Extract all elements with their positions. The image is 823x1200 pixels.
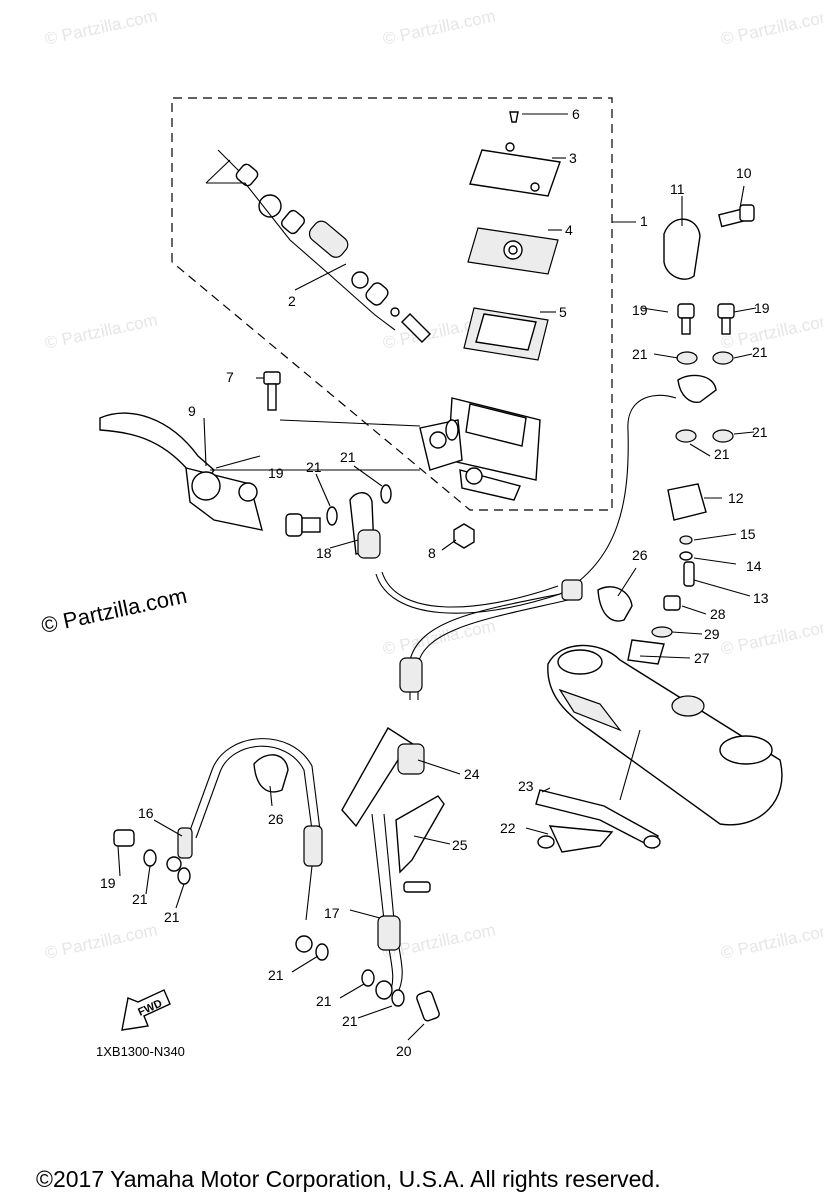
callout-7: 7 [226, 369, 234, 385]
callout-29: 29 [704, 626, 720, 642]
callout-21: 21 [268, 967, 284, 983]
callout-21: 21 [752, 424, 768, 440]
callout-17: 17 [324, 905, 340, 921]
diagram-code: 1XB1300-N340 [96, 1044, 185, 1059]
banjo-bolt-upper [285, 484, 392, 559]
callout-22: 22 [500, 820, 516, 836]
callout-19: 19 [632, 302, 648, 318]
fwd-arrow-icon: FWD [121, 989, 171, 1031]
callout-20: 20 [396, 1043, 412, 1059]
callout-5: 5 [559, 304, 567, 320]
callout-10: 10 [736, 165, 752, 181]
callout-21: 21 [164, 909, 180, 925]
callout-21: 21 [714, 446, 730, 462]
callout-21: 21 [132, 891, 148, 907]
callout-11: 11 [670, 181, 685, 197]
brake-hose-left [113, 738, 323, 953]
callout-25: 25 [452, 837, 468, 853]
callout-21: 21 [340, 449, 356, 465]
callout-14: 14 [746, 558, 762, 574]
callout-1: 1 [640, 213, 648, 229]
callout-19: 19 [100, 875, 116, 891]
callout-28: 28 [710, 606, 726, 622]
reservoir-cap-stack [463, 111, 561, 361]
brake-lever [99, 412, 420, 531]
upper-bracket [547, 644, 783, 826]
callout-15: 15 [740, 526, 756, 542]
upper-bolts-and-washers [675, 303, 735, 443]
callout-3: 3 [569, 150, 577, 166]
copyright-notice: ©2017 Yamaha Motor Corporation, U.S.A. A… [36, 1166, 661, 1192]
callout-9: 9 [188, 403, 196, 419]
callout-12: 12 [728, 490, 744, 506]
callout-26: 26 [268, 811, 284, 827]
callout-21: 21 [316, 993, 332, 1009]
piston-kit [205, 149, 431, 343]
callout-19: 19 [754, 300, 770, 316]
callout-21: 21 [306, 459, 322, 475]
callout-21: 21 [342, 1013, 358, 1029]
callout-8: 8 [428, 545, 436, 561]
callout-23: 23 [518, 778, 534, 794]
brake-hose-right [315, 727, 445, 1022]
master-cylinder-body [419, 397, 541, 501]
callout-27: 27 [694, 650, 710, 666]
callout-26: 26 [632, 547, 648, 563]
callout-4: 4 [565, 222, 573, 238]
callout-18: 18 [316, 545, 332, 561]
callout-6: 6 [572, 106, 580, 122]
callout-2: 2 [288, 293, 296, 309]
callout-13: 13 [753, 590, 769, 606]
callout-24: 24 [464, 766, 480, 782]
callout-21: 21 [752, 344, 768, 360]
callout-19: 19 [268, 465, 284, 481]
callout-16: 16 [138, 805, 154, 821]
callout-21: 21 [632, 346, 648, 362]
